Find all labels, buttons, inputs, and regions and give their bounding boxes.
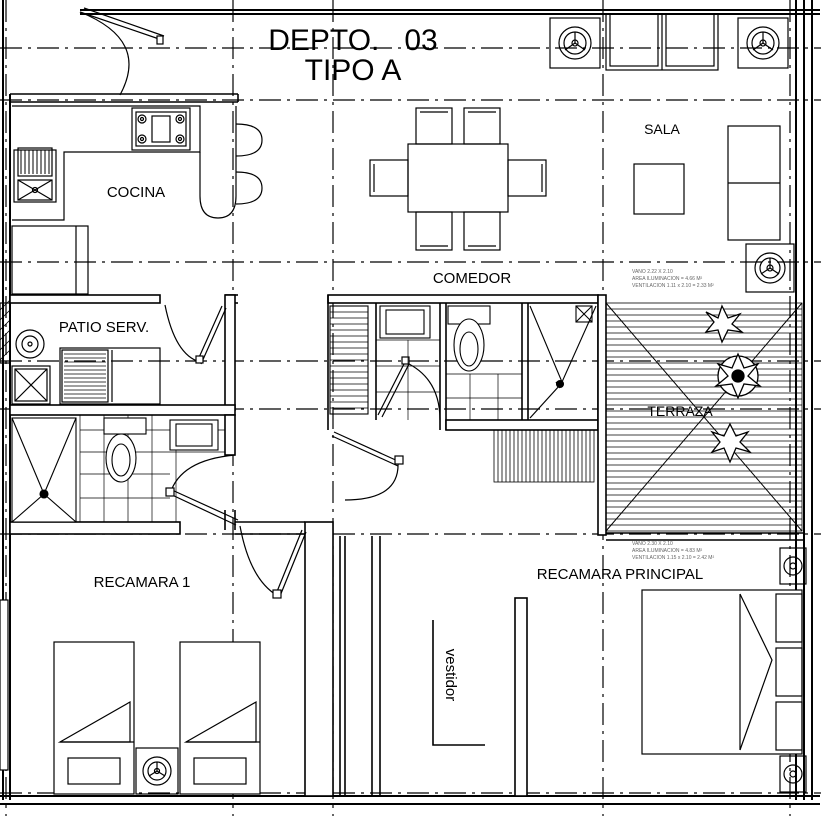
kitchen-fixtures — [11, 105, 263, 295]
bathroom-central — [329, 305, 597, 420]
label-recamara-1: RECAMARA 1 — [94, 574, 191, 591]
living-furniture — [549, 13, 795, 293]
service-patio-fixtures — [0, 299, 161, 405]
dining-furniture — [369, 107, 547, 251]
note-sala-1: AREA ILUMINACION = 4.66 M² — [632, 276, 702, 282]
label-terraza: TERRAZA — [647, 403, 713, 419]
label-comedor: COMEDOR — [433, 270, 512, 287]
interior-walls — [9, 93, 805, 797]
terrace-deck — [605, 302, 803, 532]
hall-mat — [493, 429, 595, 483]
note-principal-1: AREA ILUMINACION = 4.83 M² — [632, 548, 702, 554]
doors — [79, 7, 561, 599]
bedroom-1-furniture — [0, 599, 261, 795]
notes-sala: VANO 2.22 X 2.10 AREA ILUMINACION = 4.66… — [632, 269, 714, 289]
plan-title: DEPTO. 03 TIPO A — [268, 24, 438, 87]
room-labels: COCINA COMEDOR SALA PATIO SERV. TERRAZA … — [59, 121, 713, 701]
label-recamara-principal: RECAMARA PRINCIPAL — [537, 566, 703, 583]
note-sala-2: VENTILACION 1.11 x 2.10 = 2.33 M² — [632, 283, 714, 289]
bathroom-left — [11, 415, 225, 523]
note-principal-2: VENTILACION 1.15 x 2.10 = 2.42 M² — [632, 555, 714, 561]
label-sala: SALA — [644, 121, 680, 137]
note-sala-0: VANO 2.22 X 2.10 — [632, 269, 673, 275]
title-line-1: DEPTO. 03 — [268, 24, 438, 57]
master-bedroom-furniture — [641, 547, 807, 793]
title-line-2: TIPO A — [305, 54, 402, 87]
label-cocina: COCINA — [107, 184, 165, 201]
notes-principal: VANO 2.30 X 2.10 AREA ILUMINACION = 4.83… — [632, 541, 714, 561]
note-principal-0: VANO 2.30 X 2.10 — [632, 541, 673, 547]
label-vestidor: vestidor — [442, 649, 459, 702]
label-patio: PATIO SERV. — [59, 319, 149, 336]
